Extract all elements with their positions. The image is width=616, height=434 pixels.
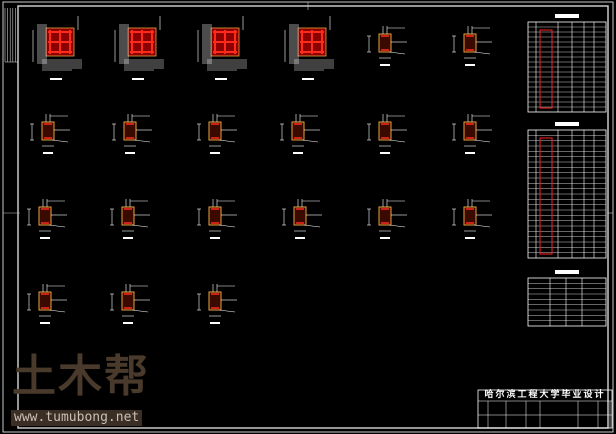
title-block-title: 哈尔滨工程大学毕业设计 (484, 390, 606, 400)
column-section-small (378, 33, 392, 53)
table-title (555, 14, 579, 18)
cad-line (131, 224, 149, 228)
watermark-logo: 土木帮 (12, 351, 150, 402)
cad-line (133, 139, 151, 143)
column-section-small (378, 121, 392, 141)
section-label (380, 64, 390, 66)
column-section-small (293, 206, 307, 226)
cad-line (48, 224, 66, 228)
column-section-small (463, 33, 477, 53)
section-label (40, 322, 50, 324)
section-label (465, 152, 475, 154)
section-label (302, 78, 314, 80)
cad-line (473, 139, 491, 143)
section-label (123, 322, 133, 324)
column-section-small (41, 121, 55, 141)
cad-line (388, 224, 406, 228)
cad-line (473, 51, 491, 55)
column-section-small (378, 206, 392, 226)
cad-line (301, 139, 319, 143)
column-section-small (38, 291, 52, 311)
section-label (465, 237, 475, 239)
drawing-frame (17, 5, 609, 429)
column-section-small (291, 121, 305, 141)
column-section-small (123, 121, 137, 141)
column-section-small (208, 206, 222, 226)
cad-line (473, 224, 491, 228)
section-label (465, 64, 475, 66)
section-label (380, 237, 390, 239)
section-label (40, 237, 50, 239)
section-label (293, 152, 303, 154)
table-rebar-drawing (539, 137, 553, 255)
title-block (477, 389, 613, 429)
section-label (50, 78, 62, 80)
section-label (210, 322, 220, 324)
cad-line (388, 139, 406, 143)
section-label (123, 237, 133, 239)
column-section-small (208, 291, 222, 311)
section-label (43, 152, 53, 154)
cad-line (303, 224, 321, 228)
cad-line (388, 51, 406, 55)
section-label (132, 78, 144, 80)
summary-table (527, 277, 607, 327)
cad-line (51, 139, 69, 143)
column-section-small (38, 206, 52, 226)
table-title (555, 270, 579, 274)
section-label (380, 152, 390, 154)
cad-line (48, 309, 66, 313)
section-label (215, 78, 227, 80)
cad-line (131, 309, 149, 313)
table-title (555, 122, 579, 126)
table-rebar-drawing (539, 29, 553, 109)
cad-line (218, 309, 236, 313)
column-section-small (121, 291, 135, 311)
section-label (210, 237, 220, 239)
column-section-small (121, 206, 135, 226)
section-label (210, 152, 220, 154)
column-section-small (463, 121, 477, 141)
section-label (125, 152, 135, 154)
column-section-small (463, 206, 477, 226)
section-label (295, 237, 305, 239)
cad-line (218, 139, 236, 143)
watermark-url: www.tumubong.net (11, 410, 143, 426)
column-section-small (208, 121, 222, 141)
cad-line (218, 224, 236, 228)
